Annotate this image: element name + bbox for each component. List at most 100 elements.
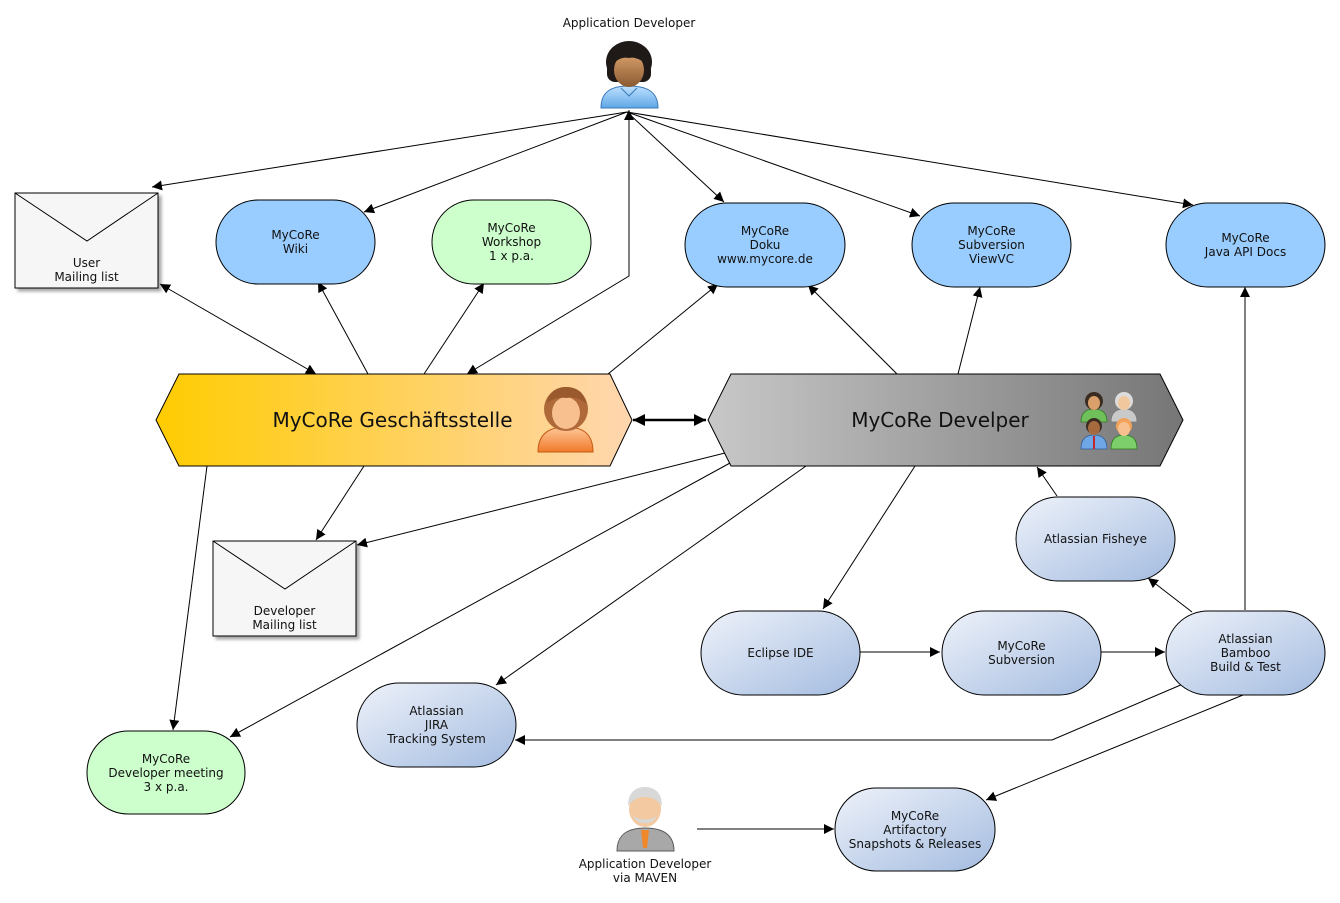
user-mailinglist-label-line: User <box>72 256 101 270</box>
edge-developer-eclipse <box>822 465 916 610</box>
javadoc-node <box>1165 202 1326 288</box>
top-actor-label-text: Application Developer <box>562 16 696 30</box>
node-label-line: ViewVC <box>968 252 1015 266</box>
user-mailinglist-label: User Mailing list <box>15 256 158 284</box>
bottom-actor-label-line: Application Developer <box>578 857 712 871</box>
artifactory-node <box>834 787 996 872</box>
node-label-line: Wiki <box>282 242 309 256</box>
edge-developer-developer-mailinglist <box>356 450 734 548</box>
woman-user-icon <box>600 41 659 109</box>
node-label-line: 3 x p.a. <box>143 779 189 794</box>
group-users-icon <box>1080 392 1138 450</box>
developer-mailinglist-node <box>212 540 357 637</box>
meeting-node <box>86 730 246 815</box>
edge-office-wiki <box>317 281 369 375</box>
node-label-line: Subversion <box>988 653 1055 667</box>
node-label-line: Atlassian <box>1218 632 1273 646</box>
node-label-line: Atlassian Fisheye <box>1043 532 1148 546</box>
edge-developer-doku <box>807 284 898 375</box>
fisheye-node <box>1015 496 1176 582</box>
edge-office-meeting <box>169 465 208 731</box>
top-actor-label: Application Developer <box>529 16 729 30</box>
eclipse-label: Eclipse IDE <box>701 611 860 695</box>
edge-bamboo-artifactory <box>985 694 1244 801</box>
node-label-line: Eclipse IDE <box>747 646 814 660</box>
node-label-line: MyCoRe <box>141 751 191 766</box>
edge-bamboo-jira <box>515 683 1184 745</box>
developer-hub-title: MyCoRe Develper <box>851 408 1029 432</box>
node-label-line: MyCoRe <box>487 221 536 235</box>
user-mailinglist-label-line: Mailing list <box>54 270 119 284</box>
edge-actor-user-mailinglist <box>151 111 628 191</box>
eclipse-node <box>700 610 861 696</box>
viewvc-node <box>911 202 1072 288</box>
bottom-actor-label: Application Developer via MAVEN <box>545 857 745 885</box>
edge-office-user-mailinglist <box>159 283 317 375</box>
edge-office-workshop <box>423 282 485 375</box>
office-hub-title: MyCoRe Geschäftsstelle <box>272 408 513 432</box>
developer-mailinglist-label: Developer Mailing list <box>213 604 356 632</box>
edge-actor-doku <box>626 111 725 203</box>
node-label-line: Developer meeting <box>108 765 224 780</box>
node-label-line: MyCoRe <box>890 808 940 823</box>
node-label-line: Subversion <box>958 238 1025 252</box>
node-label-line: 1 x p.a. <box>489 249 534 263</box>
node-label-line: MyCoRe <box>271 228 320 242</box>
edge-actor-javadoc <box>626 111 1194 209</box>
bottom-actor-label-line: via MAVEN <box>612 871 678 885</box>
edge-developer-jira <box>495 465 807 686</box>
user-mailinglist-node <box>14 192 159 289</box>
man-user-icon <box>616 787 675 852</box>
edge-developer-viewvc <box>957 286 983 375</box>
doku-node <box>684 202 846 288</box>
edge-developer-meeting <box>229 462 731 738</box>
bamboo-node <box>1165 610 1326 696</box>
edges <box>151 110 1250 834</box>
office-hub <box>155 373 633 467</box>
node-label-line: Snapshots & Releases <box>848 836 982 851</box>
node-label-line: MyCoRe <box>997 639 1046 653</box>
node-label-line: Bamboo <box>1220 646 1271 660</box>
node-label-line: Workshop <box>481 235 542 249</box>
wiki-node <box>215 199 376 285</box>
workshop-node <box>431 199 592 285</box>
node-label-line: JIRA <box>424 718 449 732</box>
developer-mailinglist-label-line: Mailing list <box>252 618 317 632</box>
edge-office-doku <box>607 283 719 375</box>
node-label-line: www.mycore.de <box>717 252 813 266</box>
node-label-line: MyCoRe <box>967 224 1016 238</box>
developer-hub <box>707 373 1184 467</box>
subversion-node <box>941 610 1102 696</box>
edge-actor-viewvc <box>626 111 921 218</box>
woman-user-icon <box>537 387 594 453</box>
developer-hub-label: MyCoRe Develper <box>800 400 1080 440</box>
node-label-line: Artifactory <box>883 822 947 837</box>
edge-bamboo-fisheye <box>1147 577 1193 613</box>
edge-office-developer-mailinglist <box>315 465 365 541</box>
office-hub-label: MyCoRe Geschäftsstelle <box>240 400 545 440</box>
node-label-line: Tracking System <box>387 732 486 746</box>
node-label-line: Atlassian <box>409 704 464 718</box>
edge-office-actor <box>466 110 634 375</box>
node-label-line: Java API Docs <box>1204 245 1287 259</box>
developer-mailinglist-label-line: Developer <box>253 604 316 618</box>
node-label-line: Build & Test <box>1210 660 1281 674</box>
edge-actor-wiki <box>363 111 628 214</box>
fisheye-label: Atlassian Fisheye <box>1016 497 1175 581</box>
node-label-line: MyCoRe <box>740 224 790 238</box>
edge-fisheye-developer <box>1036 466 1058 497</box>
node-label-line: MyCoRe <box>1221 231 1270 245</box>
jira-node <box>356 682 517 768</box>
node-label-line: Doku <box>749 238 781 252</box>
